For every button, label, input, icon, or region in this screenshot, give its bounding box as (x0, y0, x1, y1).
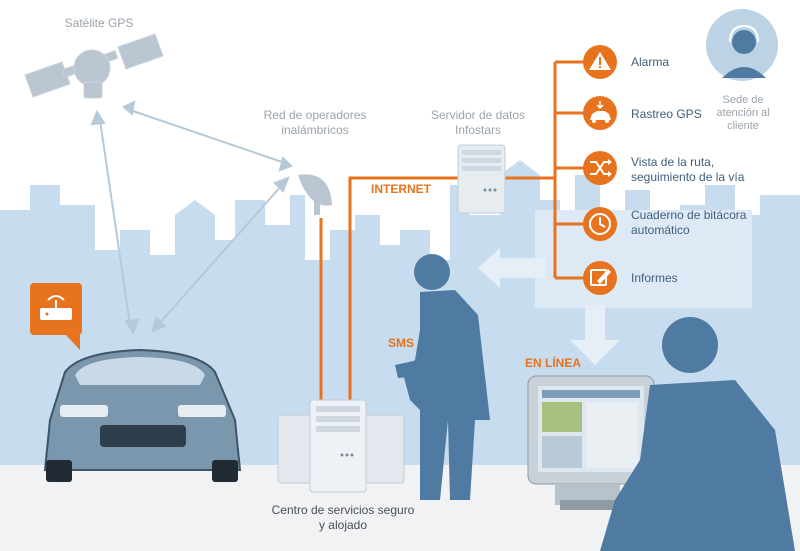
service-label-reports: Informes (631, 271, 678, 285)
service-panel (535, 210, 752, 308)
flow-arrows (478, 248, 620, 365)
server-label: Servidor de datos Infostars (430, 108, 526, 137)
operator-workstation (527, 375, 655, 510)
online-label: EN LÍNEA (525, 356, 582, 370)
service-label-logbook: Cuaderno de bitácora automático (631, 208, 747, 237)
support-label: Sede de atención al cliente (716, 94, 770, 132)
satellite-label: Satélite GPS (64, 16, 134, 30)
satellite-dish-icon (298, 174, 332, 215)
gps-device-badge (30, 283, 82, 350)
service-label-alarm: Alarma (631, 55, 670, 69)
businessman-silhouette (395, 254, 490, 500)
datacenter-label: Centro de servicios seguro y alojado (271, 503, 415, 532)
satellite-icon (24, 33, 164, 99)
service-label-gps-tracking: Rastreo GPS (631, 107, 702, 121)
support-agent-icon (706, 9, 778, 81)
data-server-icon (457, 144, 506, 214)
service-label-route-view: Vista de la ruta, seguimiento de la vía (631, 155, 745, 184)
wireless-links (90, 100, 293, 336)
seated-operator-silhouette (600, 317, 795, 551)
car (43, 348, 242, 482)
service-icons (583, 45, 617, 295)
network-label: Red de operadores inalámbricos (263, 108, 367, 137)
internet-label: INTERNET (371, 182, 431, 196)
datacenter-servers-icon (277, 399, 405, 493)
network-lines (319, 60, 584, 400)
sms-label: SMS (388, 336, 415, 350)
